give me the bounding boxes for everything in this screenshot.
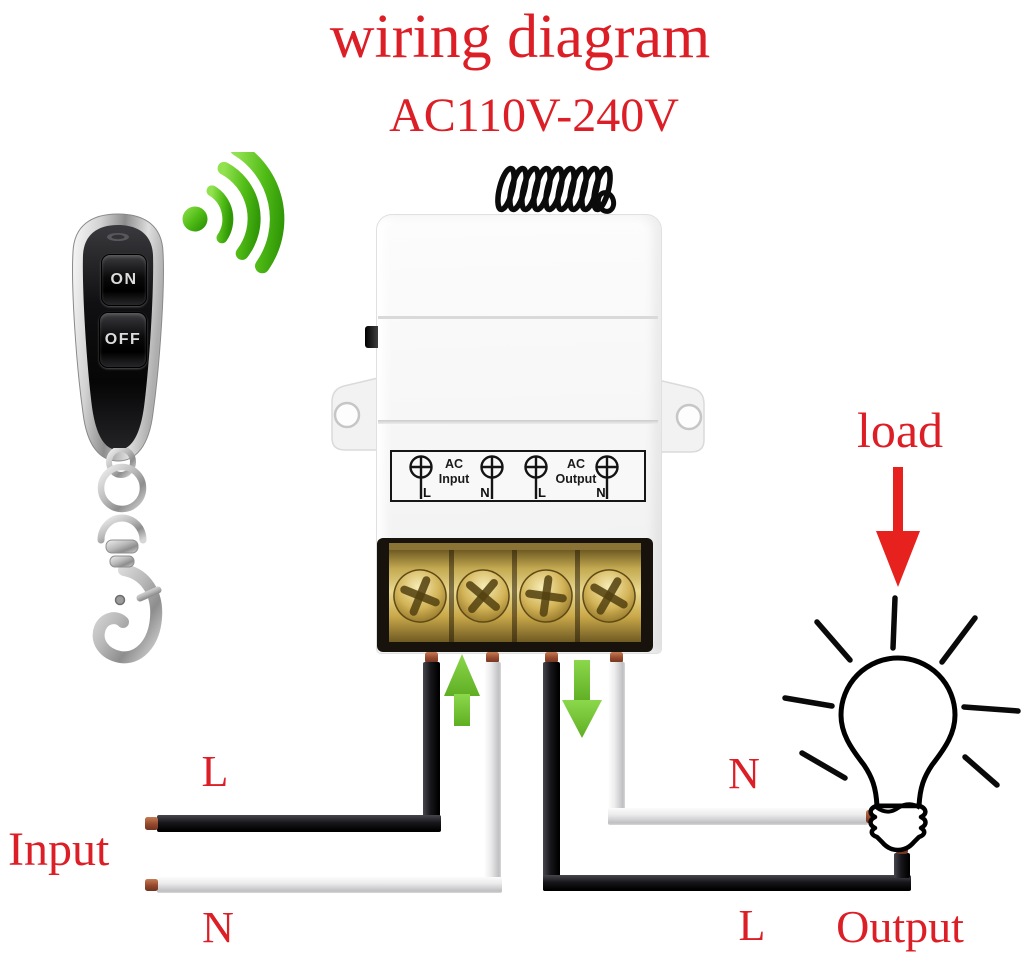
screw-terminal-icon (409, 455, 619, 499)
mounting-ear-right (657, 379, 705, 453)
output-live-wire-stub (894, 853, 910, 878)
output-n-wire-tip-top (610, 652, 623, 663)
remote-led-core (111, 234, 125, 240)
learning-button (365, 326, 378, 348)
mounting-hole-right (675, 403, 703, 431)
box-seam-lid (378, 420, 658, 424)
keychain-clasp-icon (92, 448, 163, 664)
remote-off-button: OFF (99, 312, 147, 368)
input-neutral-wire-tip (145, 879, 158, 891)
input-neutral-wire-vertical (484, 662, 501, 893)
page-title: wiring diagram (329, 3, 711, 71)
output-live-label: L (738, 901, 766, 950)
output-neutral-label: N (728, 749, 760, 798)
input-live-wire-vertical (423, 662, 440, 832)
spring-antenna-icon (495, 165, 617, 214)
input-live-wire-tip (145, 817, 158, 830)
ac-output-line2: Output (555, 472, 597, 486)
red-down-arrow-icon (876, 467, 920, 587)
load-label: load (856, 402, 944, 458)
output-label: Output (836, 901, 964, 952)
ac-output-line1: AC (566, 457, 586, 471)
remote-on-button: ON (101, 254, 147, 306)
green-up-arrow-icon (444, 654, 480, 726)
input-l-wire-tip-top (425, 652, 438, 663)
wireless-signal-icon (182, 152, 285, 274)
input-live-wire-horizontal (157, 815, 441, 832)
output-live-wire-horizontal (543, 875, 911, 891)
ac-input-line1: AC (444, 457, 464, 471)
ac-input-group-label: AC Input (419, 457, 489, 487)
input-live-label: L (201, 747, 229, 796)
input-neutral-label: N (202, 903, 234, 952)
output-live-wire-vertical (543, 662, 560, 891)
panel-output-l: L (538, 485, 546, 500)
panel-input-n: N (480, 485, 490, 500)
output-neutral-wire-vertical (608, 662, 625, 825)
mounting-ear-left (331, 377, 379, 451)
mounting-hole-left (333, 401, 361, 429)
bulb-globe (838, 655, 958, 809)
bulb-screw-base (868, 803, 928, 853)
ac-output-group-label: AC Output (541, 457, 611, 487)
ac-input-line2: Input (438, 472, 470, 486)
bulb-rays (782, 595, 1021, 788)
terminal-screws (393, 569, 636, 623)
terminal-block (377, 538, 653, 652)
output-neutral-wire-horizontal (608, 808, 868, 825)
box-seam-top (378, 316, 658, 319)
voltage-subtitle: AC110V-240V (389, 89, 679, 142)
light-bulb-icon (782, 595, 1021, 853)
input-n-wire-tip-top (486, 652, 499, 663)
remote-off-label: OFF (104, 331, 142, 348)
input-label: Input (8, 823, 110, 876)
remote-on-label: ON (110, 271, 138, 288)
panel-input-l: L (423, 485, 431, 500)
output-l-wire-tip-top (545, 652, 558, 663)
green-down-arrow-icon (562, 660, 602, 738)
panel-output-n: N (596, 485, 606, 500)
terminal-label-panel: AC Input AC Output L N L N (390, 450, 646, 502)
input-neutral-wire-horizontal (157, 877, 502, 893)
